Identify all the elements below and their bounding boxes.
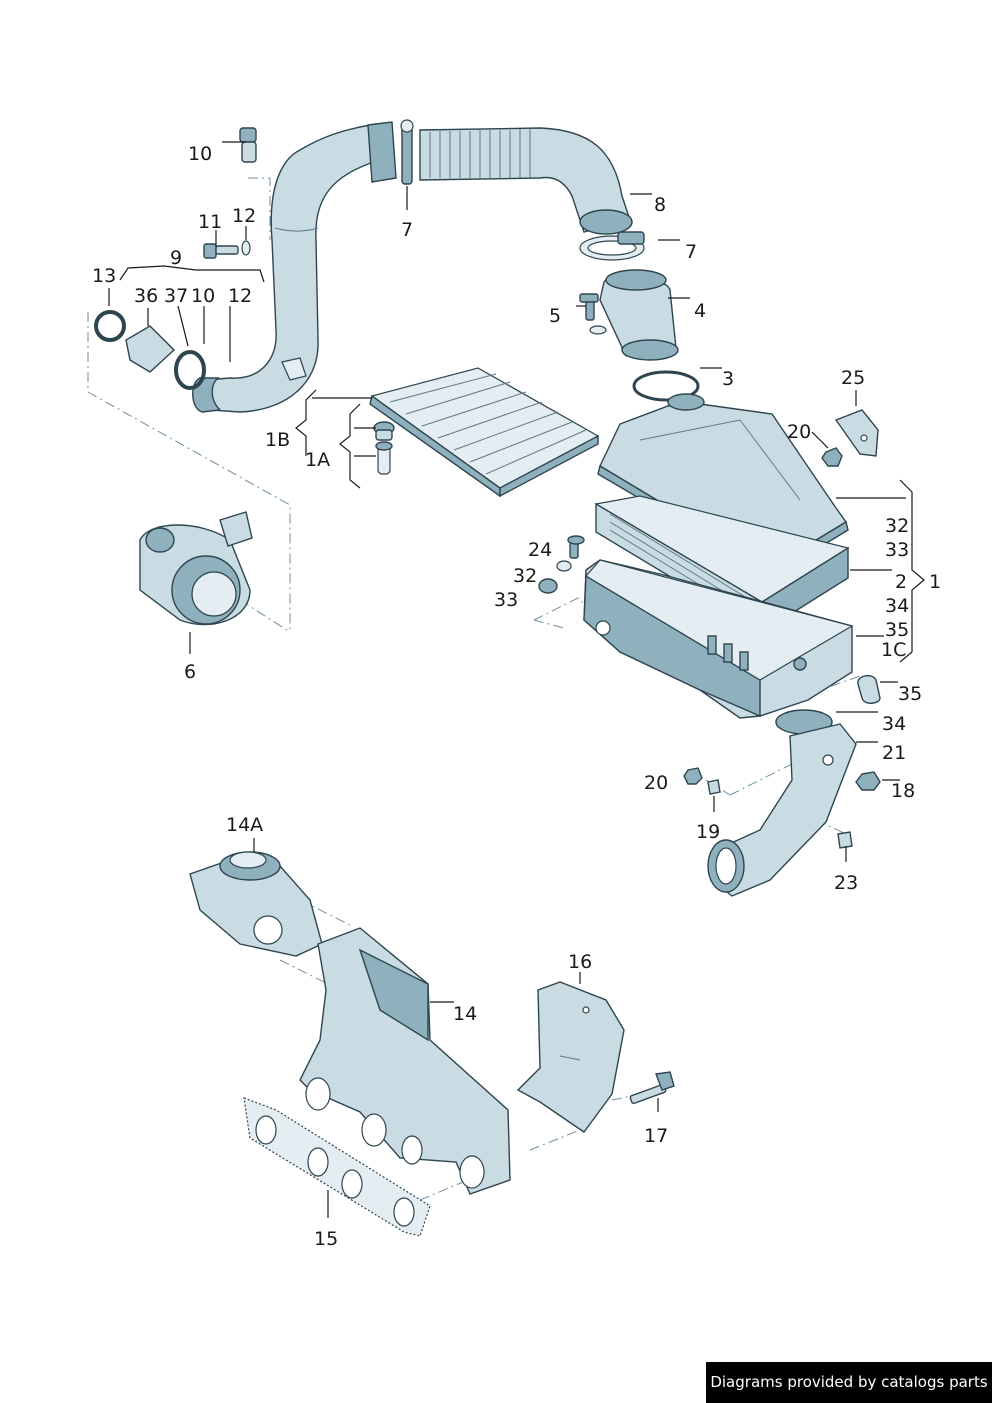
leader-lines <box>108 141 925 1218</box>
callout-3: 3 <box>722 368 734 390</box>
heat-shield-16 <box>516 981 625 1133</box>
callout-34-low: 34 <box>882 713 906 735</box>
callout-15: 15 <box>314 1228 338 1250</box>
callout-1: 1 <box>929 571 941 593</box>
callout-6: 6 <box>184 661 196 683</box>
nut-20-top <box>821 447 843 467</box>
callout-35-low: 35 <box>898 683 922 705</box>
seal-ring-3 <box>632 370 700 402</box>
callout-25: 25 <box>841 367 865 389</box>
callout-13: 13 <box>92 265 116 287</box>
callout-20-low: 20 <box>644 772 668 794</box>
callout-12-top: 12 <box>232 205 256 227</box>
buffer-35 <box>857 674 881 704</box>
callout-7-top: 7 <box>401 219 413 241</box>
callout-2: 2 <box>895 571 907 593</box>
callout-10-mid: 10 <box>191 285 215 307</box>
exhaust-manifold-14 <box>299 927 511 1195</box>
callout-7-right: 7 <box>685 241 697 263</box>
clamp-37 <box>174 350 206 390</box>
callout-5: 5 <box>549 305 561 327</box>
drain-valve-1a <box>373 421 395 475</box>
nut-18 <box>855 771 881 791</box>
callout-1a: 1A <box>305 449 330 471</box>
callout-17: 17 <box>644 1125 668 1147</box>
screw-24 <box>538 535 585 594</box>
gasket-15 <box>243 1097 431 1237</box>
callout-21: 21 <box>882 742 906 764</box>
callout-23: 23 <box>834 872 858 894</box>
egr-valve-14a <box>189 851 323 957</box>
callout-19: 19 <box>696 821 720 843</box>
callout-14: 14 <box>453 1003 477 1025</box>
callout-10-top: 10 <box>188 143 212 165</box>
sensor-housing-4 <box>599 269 679 361</box>
callout-8: 8 <box>654 194 666 216</box>
air-filter-lower-housing <box>583 559 854 719</box>
nut-20-low <box>683 767 703 785</box>
bolt-17 <box>629 1071 675 1105</box>
callout-1b: 1B <box>265 429 290 451</box>
callout-4: 4 <box>694 300 706 322</box>
bracket-25 <box>834 409 879 457</box>
corrugated-hose <box>419 127 633 235</box>
callout-24: 24 <box>528 539 552 561</box>
callout-1c: 1C <box>881 639 906 661</box>
intake-duct-21 <box>707 723 857 897</box>
callout-20-top: 20 <box>787 421 811 443</box>
callout-9: 9 <box>170 247 182 269</box>
callout-32-right: 32 <box>885 515 909 537</box>
grommet-19 <box>707 779 721 795</box>
clamp-7-right <box>579 231 645 261</box>
callout-37: 37 <box>164 285 188 307</box>
callout-14a: 14A <box>226 814 263 836</box>
callout-33-right: 33 <box>885 539 909 561</box>
turbocharger-6 <box>139 511 253 626</box>
callout-18: 18 <box>891 780 915 802</box>
callout-16: 16 <box>568 951 592 973</box>
callout-35-right: 35 <box>885 619 909 641</box>
callout-33-left: 33 <box>494 589 518 611</box>
screw-5 <box>579 293 607 335</box>
connector-36 <box>125 325 176 373</box>
buffer-23 <box>837 831 853 849</box>
clamp-13 <box>94 310 126 342</box>
callout-labels: 10 7 8 7 11 12 9 13 36 37 10 12 5 4 3 25… <box>92 143 941 1250</box>
callout-34-right: 34 <box>885 595 909 617</box>
bolt-11 <box>203 243 239 259</box>
callout-32-left: 32 <box>513 565 537 587</box>
filter-element-1b <box>369 367 600 498</box>
washer-12 <box>241 240 251 256</box>
callout-11: 11 <box>198 211 222 233</box>
callout-12-mid: 12 <box>228 285 252 307</box>
credit-banner: Diagrams provided by catalogs parts <box>706 1362 992 1403</box>
clamp-7-top <box>400 119 414 185</box>
callout-36: 36 <box>134 285 158 307</box>
connector-10 <box>239 127 257 163</box>
intake-hose-left <box>192 121 397 413</box>
